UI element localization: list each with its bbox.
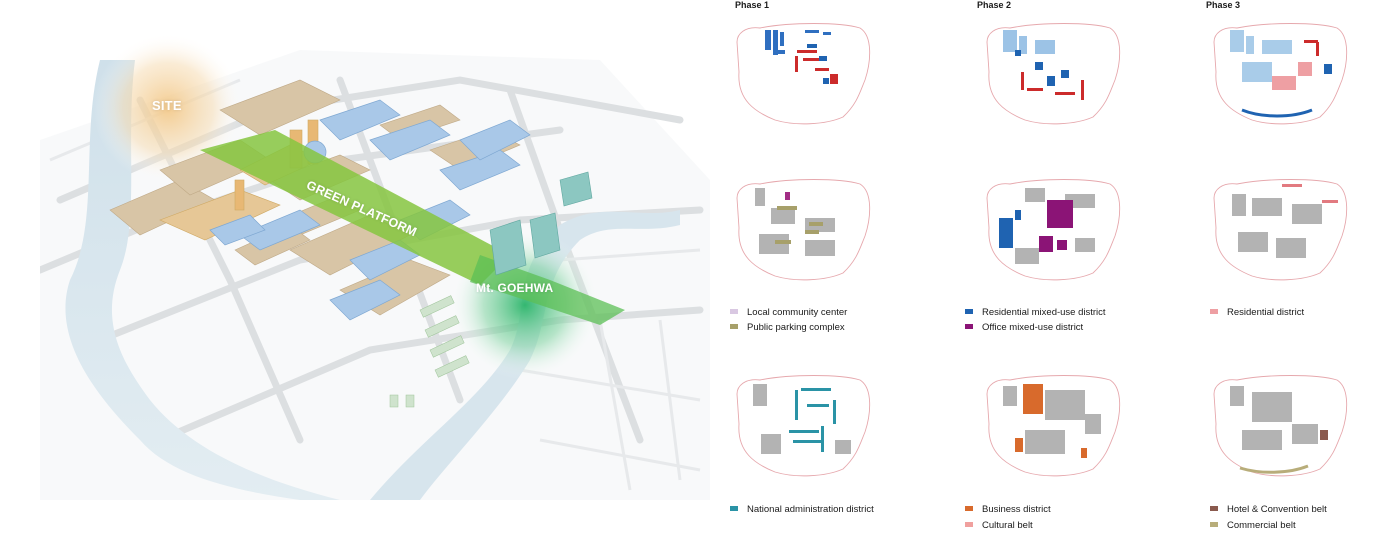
legend-public-parking: Public parking complex [730,322,845,334]
map-phase3-row1 [1213,23,1348,125]
legend-residential-mixed: Residential mixed-use district [965,307,1106,319]
legend-label: National administration district [747,504,874,515]
mountain-label: Mt. GOEHWA [476,281,554,295]
legend-swatch [1210,505,1218,511]
map-phase1-row3 [736,375,871,477]
legend-local-community: Local community center [730,307,847,319]
legend-residential: Residential district [1210,307,1304,319]
map-phase2-row2 [986,179,1121,281]
legend-swatch [965,505,973,511]
legend-swatch [965,308,973,314]
legend-label: Residential mixed-use district [982,307,1106,318]
phase-2-title: Phase 2 [977,0,1012,10]
map-phase2-row3 [986,375,1121,477]
site-label: SITE [152,98,182,113]
legend-label: Residential district [1227,307,1305,318]
legend-label: Local community center [747,307,848,318]
phase-1-title: Phase 1 [735,0,770,10]
legend-cultural: Cultural belt [965,520,1033,532]
legend-office-mixed: Office mixed-use district [965,322,1083,334]
legend-label: Business district [982,504,1051,515]
legend-swatch [730,308,738,314]
aerial-masterplan [40,33,710,500]
legend-label: Public parking complex [747,322,845,333]
map-phase3-row3 [1213,375,1348,477]
legend-hotel: Hotel & Convention belt [1210,504,1327,516]
map-phase1-row2 [736,179,871,281]
legend-label: Commercial belt [1227,520,1296,531]
legend-swatch [730,505,738,511]
legend-label: Office mixed-use district [982,322,1084,333]
map-phase1-row1 [736,23,871,125]
legend-swatch [1210,521,1218,527]
legend-label: Cultural belt [982,520,1033,531]
legend-swatch [965,521,973,527]
legend-business: Business district [965,504,1051,516]
legend-swatch [1210,308,1218,314]
legend-commercial: Commercial belt [1210,520,1296,532]
phase-3-title: Phase 3 [1206,0,1241,10]
legend-swatch [730,323,738,329]
map-phase3-row2 [1213,179,1348,281]
legend-national-admin: National administration district [730,504,874,516]
legend-swatch [965,323,973,329]
legend-label: Hotel & Convention belt [1227,504,1327,515]
map-phase2-row1 [986,23,1121,125]
